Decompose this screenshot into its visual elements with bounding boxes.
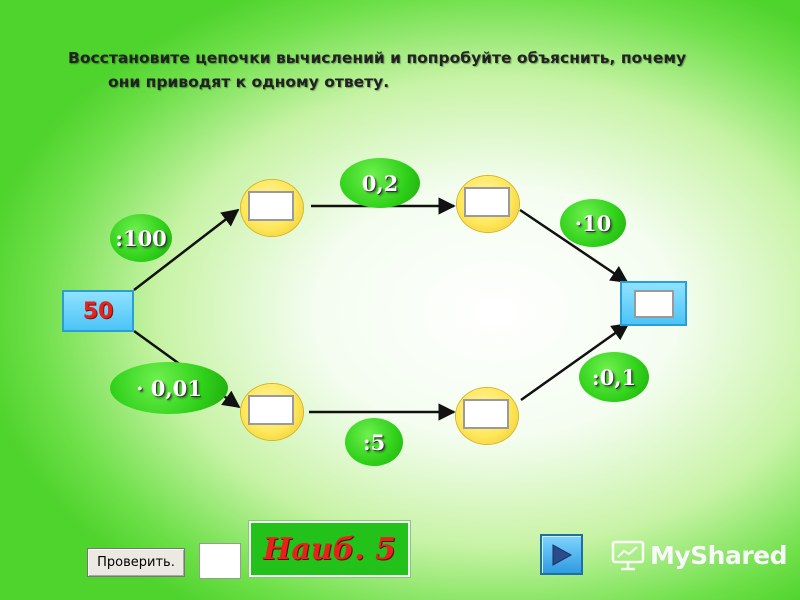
lower-step-1-input[interactable]: [248, 395, 294, 425]
answer-input[interactable]: [199, 543, 241, 579]
start-value: 50: [82, 298, 114, 324]
start-value-box: 50: [62, 290, 134, 332]
play-icon: [552, 544, 573, 566]
operation-label: :0,1: [591, 364, 637, 390]
best-score-panel: Наиб. 5: [249, 521, 410, 577]
operation-label: :5: [362, 429, 386, 455]
best-score-label: Наиб. 5: [262, 531, 397, 567]
lower-step-1-node: [241, 384, 303, 440]
result-box: [620, 281, 687, 326]
operation-divide-5: :5: [345, 418, 403, 466]
arrow-upper-2-to-result: [519, 208, 629, 284]
watermark-text: MyShared: [650, 540, 788, 570]
check-button[interactable]: Проверить.: [87, 548, 185, 577]
operation-label: 0,2: [361, 170, 399, 196]
operation-divide-100: :100: [110, 214, 172, 262]
upper-step-1-input[interactable]: [248, 191, 294, 221]
presentation-icon: [611, 540, 645, 571]
operation-multiply-10: ·10: [560, 199, 626, 247]
lower-step-2-input[interactable]: [463, 399, 509, 429]
operation-multiply-0-01: · 0,01: [110, 362, 228, 414]
operation-divide-0-1: :0,1: [579, 352, 649, 402]
operation-0-2: 0,2: [340, 158, 420, 208]
result-input[interactable]: [634, 290, 674, 318]
instruction-text: Восстановите цепочки вычислений и попроб…: [68, 46, 768, 94]
operation-label: ·10: [574, 210, 612, 236]
upper-step-2-input[interactable]: [464, 187, 510, 217]
arrow-start-to-upper-1: [133, 208, 240, 291]
instruction-line-1: Восстановите цепочки вычислений и попроб…: [68, 49, 687, 67]
arrow-lower-2-to-result: [520, 322, 630, 402]
operation-label: · 0,01: [136, 375, 202, 401]
upper-step-2-node: [457, 176, 519, 232]
next-slide-button[interactable]: [540, 534, 583, 575]
instruction-line-2: они приводят к одному ответу.: [108, 73, 390, 91]
lower-step-2-node: [456, 388, 518, 444]
upper-step-1-node: [241, 180, 303, 236]
watermark: MyShared: [610, 535, 788, 575]
operation-label: :100: [115, 225, 167, 251]
